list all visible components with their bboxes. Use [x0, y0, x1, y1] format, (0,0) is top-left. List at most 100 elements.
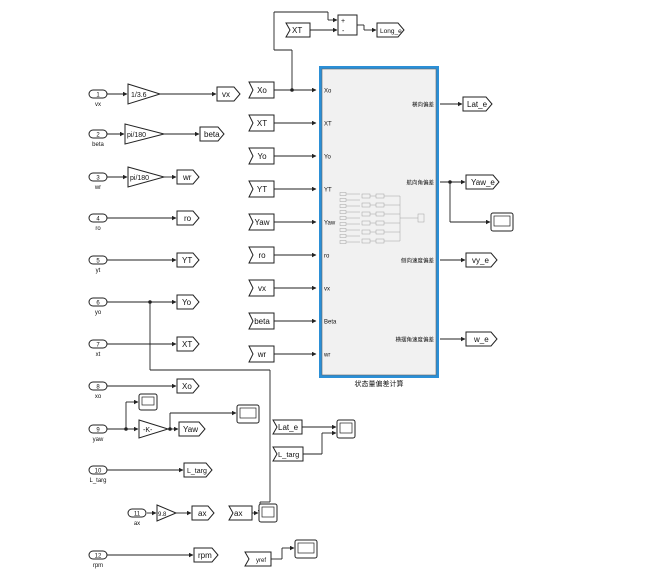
subsystem-block[interactable]: 状态量偏差计算: [319, 66, 439, 388]
svg-text:Lat_e: Lat_e: [278, 423, 299, 432]
scope-yref[interactable]: [294, 539, 318, 559]
svg-text:vy_e: vy_e: [472, 256, 489, 265]
inport-name: vx: [95, 102, 101, 108]
svg-text:vx: vx: [222, 90, 230, 99]
svg-text:YT: YT: [182, 256, 192, 265]
goto-yo[interactable]: Yo: [176, 294, 200, 310]
scope-lateral[interactable]: [336, 419, 356, 439]
from-yaw[interactable]: Yaw: [248, 213, 275, 231]
goto-rpm[interactable]: rpm: [193, 547, 219, 563]
svg-text:ro: ro: [184, 214, 192, 223]
svg-text:Yaw: Yaw: [183, 425, 198, 434]
svg-text:Yaw_e: Yaw_e: [471, 178, 495, 187]
from-xo[interactable]: Xo: [248, 81, 275, 99]
goto-yaw-e[interactable]: Yaw_e: [465, 174, 500, 190]
subsystem-outport-0: 横向偏差: [412, 101, 435, 109]
svg-text:L_targ: L_targ: [187, 468, 207, 475]
from-yref[interactable]: yref: [244, 551, 272, 567]
inport-7[interactable]: 7xt: [88, 339, 108, 358]
inport-name: yo: [95, 310, 102, 316]
gain-2-block[interactable]: pi/180: [124, 123, 165, 145]
scope-ax[interactable]: [258, 503, 278, 523]
svg-text:+: +: [341, 18, 345, 25]
svg-text:L_targ: L_targ: [278, 450, 299, 459]
from-wr[interactable]: wr: [248, 345, 275, 363]
goto-lat-e[interactable]: Lat_e: [462, 96, 493, 112]
gain-3-block[interactable]: pi/180: [127, 166, 166, 188]
from-beta[interactable]: beta: [248, 312, 275, 330]
gain-1-block[interactable]: 1/3.6: [127, 83, 162, 105]
svg-text:ro: ro: [258, 251, 266, 260]
goto-vy-e[interactable]: vy_e: [465, 252, 498, 268]
svg-text:Yaw: Yaw: [255, 218, 270, 227]
subsystem-outport-2: 侧向速度偏差: [401, 257, 435, 265]
signal-wires: [106, 11, 491, 560]
goto-ro[interactable]: ro: [176, 210, 200, 226]
svg-text:Long_e: Long_e: [380, 28, 402, 35]
gain-yaw-label: -K-: [143, 427, 153, 434]
inport-5[interactable]: 5yt: [88, 255, 108, 274]
svg-text:beta: beta: [204, 130, 220, 139]
goto-xo[interactable]: Xo: [176, 378, 200, 394]
inport-3[interactable]: 3 wr: [88, 172, 108, 191]
subsystem-inport-8: wr: [323, 353, 330, 359]
inport-name: beta: [92, 142, 104, 148]
scope-yaw-raw[interactable]: [138, 393, 158, 411]
svg-text:Lat_e: Lat_e: [467, 100, 488, 109]
inport-1[interactable]: 1 vx: [88, 89, 108, 108]
goto-yaw[interactable]: Yaw: [178, 421, 206, 437]
goto-ltarg[interactable]: L_targ: [183, 462, 213, 478]
svg-text:w_e: w_e: [473, 335, 489, 344]
svg-text:XT: XT: [257, 119, 267, 128]
from-vx[interactable]: vx: [248, 279, 275, 297]
inport-10[interactable]: 10L_targ: [88, 465, 108, 484]
inport-number: 10: [95, 469, 102, 475]
from-ax[interactable]: ax: [228, 505, 253, 521]
gain-ax-block[interactable]: 9.8: [156, 504, 178, 522]
scope-yaw-e[interactable]: [490, 212, 514, 232]
from-yo[interactable]: Yo: [248, 147, 275, 165]
subsystem-inport-5: ro: [324, 254, 330, 260]
gain-1-label: 1/3.6: [131, 92, 147, 99]
svg-text:XT: XT: [292, 26, 302, 35]
from-lat-e[interactable]: Lat_e: [272, 419, 303, 435]
goto-vx[interactable]: vx: [216, 86, 241, 102]
inport-name: yt: [96, 268, 101, 274]
inport-name: wr: [94, 185, 101, 191]
goto-long-e[interactable]: Long_e: [376, 22, 405, 38]
goto-beta[interactable]: beta: [199, 126, 225, 142]
goto-xt[interactable]: XT: [176, 336, 200, 352]
from-l-targ[interactable]: L_targ: [272, 446, 304, 462]
svg-text:Yo: Yo: [257, 152, 267, 161]
inport-number: 1: [96, 93, 100, 99]
from-xt[interactable]: XT: [248, 114, 275, 132]
from-ro[interactable]: ro: [248, 246, 275, 264]
subsystem-inport-1: XT: [324, 122, 332, 128]
inport-name: ax: [134, 521, 140, 527]
subsystem-inport-2: Yo: [324, 155, 331, 161]
subsystem-inport-0: Xo: [324, 89, 332, 95]
inport-number: 3: [96, 176, 100, 182]
goto-wr[interactable]: wr: [176, 169, 200, 185]
inport-4[interactable]: 4ro: [88, 213, 108, 232]
subsystem-title: 状态量偏差计算: [355, 379, 404, 388]
branch-points: [124, 88, 452, 431]
gain-yaw-block[interactable]: -K-: [138, 419, 170, 439]
svg-text:beta: beta: [254, 317, 270, 326]
from-xt-top[interactable]: XT: [285, 22, 311, 38]
goto-yt[interactable]: YT: [176, 252, 200, 268]
scope-yaw[interactable]: [236, 404, 260, 424]
goto-w-e[interactable]: w_e: [465, 331, 498, 347]
inport-6[interactable]: 6yo: [88, 297, 108, 316]
svg-text:rpm: rpm: [198, 551, 212, 560]
svg-text:ax: ax: [198, 509, 206, 518]
sum-block[interactable]: + -: [337, 14, 358, 36]
svg-text:vx: vx: [258, 284, 266, 293]
from-yt[interactable]: YT: [248, 180, 275, 198]
inport-8[interactable]: 8xo: [88, 381, 108, 400]
goto-ax[interactable]: ax: [191, 505, 215, 521]
